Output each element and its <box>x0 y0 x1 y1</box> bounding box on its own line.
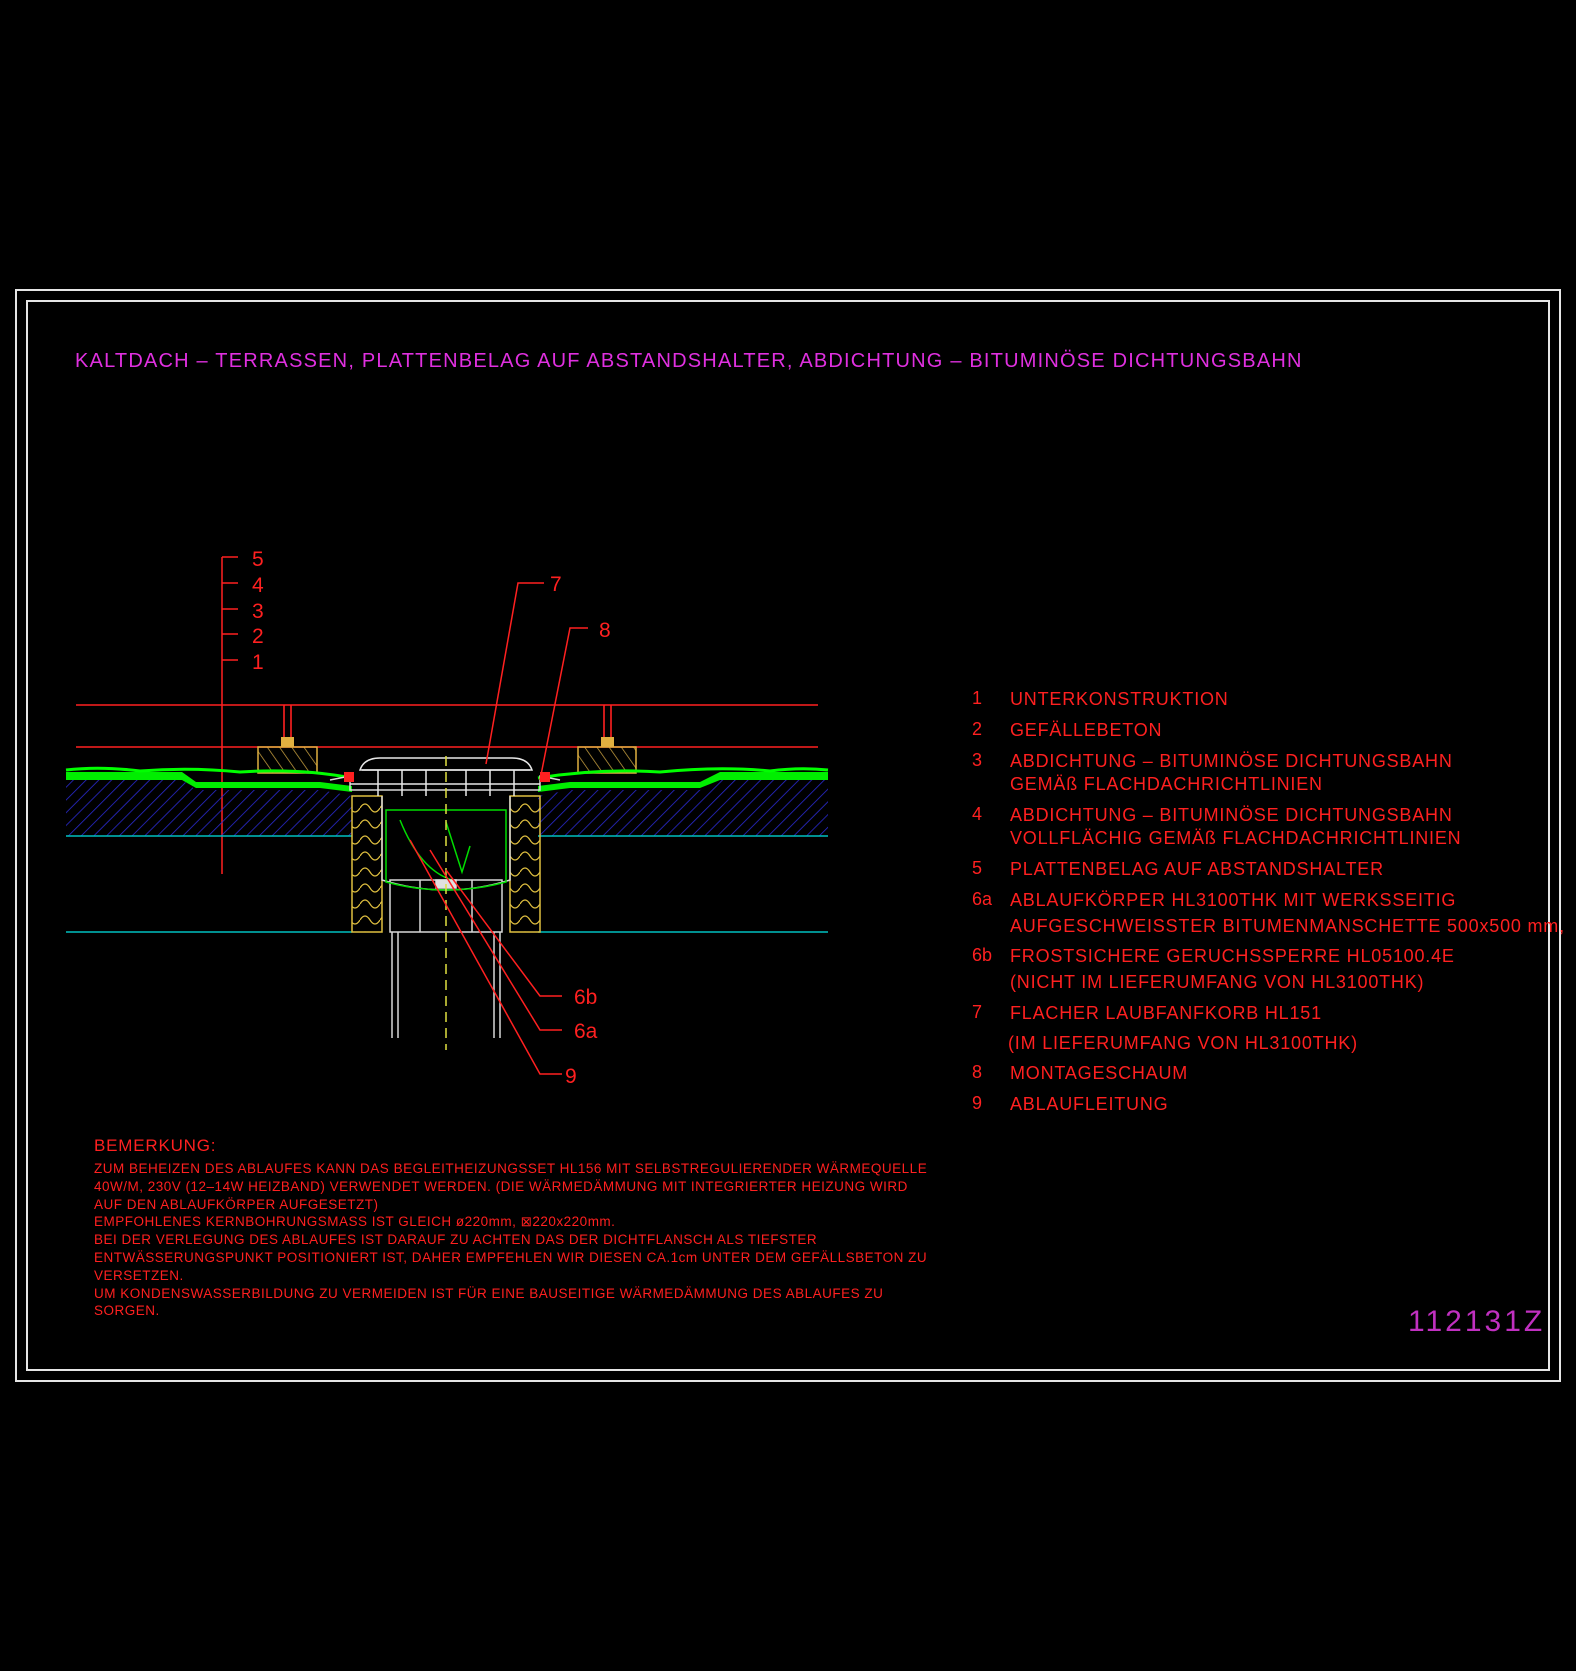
callout-6a: 6a <box>574 1020 598 1043</box>
montage-foam <box>351 795 541 933</box>
spacer-pads <box>257 737 637 774</box>
legend-num: 8 <box>972 1062 983 1082</box>
legend-text: ABDICHTUNG – BITUMINÖSE DICHTUNGSBAHN <box>1010 805 1453 825</box>
callout-6b: 6b <box>574 986 597 1009</box>
legend-text: (NICHT IM LIEFERUMFANG VON HL3100THK) <box>1010 972 1425 992</box>
legend-text: ABLAUFKÖRPER HL3100THK MIT WERKSSEITIG <box>1010 890 1457 910</box>
layer-marker-1: 1 <box>252 651 264 674</box>
legend-num: 5 <box>972 858 983 878</box>
legend-text: UNTERKONSTRUKTION <box>1010 689 1229 709</box>
remark-line: VERSETZEN. <box>94 1267 184 1283</box>
legend-num: 6b <box>972 945 993 965</box>
screed-concrete <box>66 780 828 933</box>
leaf-guard <box>350 757 540 796</box>
legend-num: 2 <box>972 719 983 739</box>
legend-text: VOLLFLÄCHIG GEMÄß FLACHDACHRICHTLINIEN <box>1010 828 1462 848</box>
remark-block: BEMERKUNG: ZUM BEHEIZEN DES ABLAUFES KAN… <box>94 1136 928 1320</box>
remark-line: SORGEN. <box>94 1303 160 1319</box>
legend-text: AUFGESCHWEISSTER BITUMENMANSCHETTE 500x5… <box>1010 916 1565 936</box>
remark-line: EMPFOHLENES KERNBOHRUNGSMASS IST GLEICH … <box>94 1214 616 1230</box>
legend-num: 4 <box>972 804 983 824</box>
remark-heading: BEMERKUNG: <box>94 1136 217 1155</box>
remark-line: UM KONDENSWASSERBILDUNG ZU VERMEIDEN IST… <box>94 1285 884 1301</box>
legend-num: 7 <box>972 1002 983 1022</box>
layer-marker-4: 4 <box>252 574 264 597</box>
legend-text: GEFÄLLEBETON <box>1010 720 1163 740</box>
drawing-number: 112131Z <box>1408 1305 1546 1338</box>
remark-line: ENTWÄSSERUNGSPUNKT POSITIONIERT IST, DAH… <box>94 1249 928 1265</box>
legend-num: 1 <box>972 688 983 708</box>
remark-body: ZUM BEHEIZEN DES ABLAUFES KANN DAS BEGLE… <box>94 1160 928 1320</box>
remark-line: ZUM BEHEIZEN DES ABLAUFES KANN DAS BEGLE… <box>94 1161 928 1176</box>
inner-frame <box>26 300 1550 1371</box>
callout-8: 8 <box>599 619 611 642</box>
remark-line: AUF DEN ABLAUFKÖRPER AUFGESETZT) <box>94 1196 379 1212</box>
legend-num: 9 <box>972 1093 983 1113</box>
legend-num: 6a <box>972 889 993 909</box>
paving-slab-layer <box>76 704 818 748</box>
legend-text: FLACHER LAUBFANFKORB HL151 <box>1010 1003 1322 1023</box>
flange-bolts <box>344 772 550 782</box>
legend-text: ABLAUFLEITUNG <box>1010 1094 1169 1114</box>
legend-text: (IM LIEFERUMFANG VON HL3100THK) <box>1008 1033 1358 1053</box>
legend-num: 3 <box>972 750 983 770</box>
legend-text: GEMÄß FLACHDACHRICHTLINIEN <box>1010 774 1323 794</box>
callout-7: 7 <box>550 573 562 596</box>
callout-leaders <box>409 582 588 1075</box>
legend-text: MONTAGESCHAUM <box>1010 1063 1189 1083</box>
callout-9: 9 <box>565 1065 577 1088</box>
layer-marker-2: 2 <box>252 625 264 648</box>
remark-line: 40W/M, 230V (12–14W HEIZBAND) VERWENDET … <box>94 1178 908 1194</box>
drawing-title: KALTDACH – TERRASSEN, PLATTENBELAG AUF A… <box>75 350 1303 372</box>
outer-frame <box>15 289 1561 1382</box>
legend-text: FROSTSICHERE GERUCHSSPERRE HL05100.4E <box>1010 946 1455 966</box>
layer-marker-5: 5 <box>252 548 264 571</box>
layer-marker-3: 3 <box>252 600 264 623</box>
legend-text: PLATTENBELAG AUF ABSTANDSHALTER <box>1010 859 1384 879</box>
legend-text: ABDICHTUNG – BITUMINÖSE DICHTUNGSBAHN <box>1010 751 1453 771</box>
remark-line: BEI DER VERLEGUNG DES ABLAUFES IST DARAU… <box>94 1232 818 1248</box>
bitumen-membranes <box>65 766 829 792</box>
